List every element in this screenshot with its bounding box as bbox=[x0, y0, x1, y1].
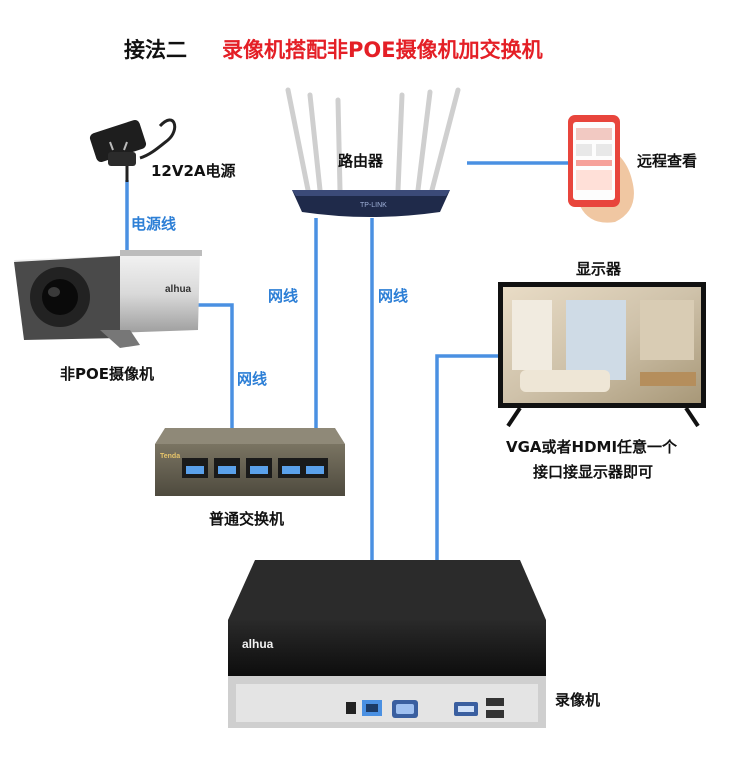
power-adapter bbox=[89, 118, 177, 182]
net-cable-label-2: 网线 bbox=[378, 287, 409, 305]
bullet-camera: alhua bbox=[14, 250, 202, 348]
network-switch: Tenda bbox=[155, 428, 345, 496]
router-label: 路由器 bbox=[338, 152, 384, 170]
title-prefix: 接法二 bbox=[124, 38, 187, 62]
monitor-to-nvr-cable bbox=[435, 354, 498, 644]
monitor bbox=[498, 282, 706, 428]
power-supply-label: 12V2A电源 bbox=[151, 162, 236, 180]
switch-label: 普通交换机 bbox=[209, 510, 285, 528]
title-main: 录像机搭配非POE摄像机加交换机 bbox=[222, 38, 543, 62]
camera-logo: alhua bbox=[165, 284, 192, 295]
monitor-label: 显示器 bbox=[576, 260, 622, 278]
router-logo: TP-LINK bbox=[360, 202, 387, 209]
nvr-recorder: alhua bbox=[228, 560, 546, 728]
net-cable-label-1: 网线 bbox=[268, 287, 299, 305]
power-cable-label: 电源线 bbox=[131, 215, 177, 233]
net-cable-label-3: 网线 bbox=[237, 370, 268, 388]
switch-logo: Tenda bbox=[160, 453, 180, 460]
monitor-note-line1: VGA或者HDMI任意一个 bbox=[506, 438, 678, 456]
phone-in-hand bbox=[568, 115, 634, 223]
nvr-label: 录像机 bbox=[555, 691, 601, 709]
camera-to-switch-cable bbox=[196, 303, 234, 455]
camera-label: 非POE摄像机 bbox=[60, 365, 154, 383]
monitor-note-line2: 接口接显示器即可 bbox=[533, 463, 654, 481]
wifi-router: TP-LINK bbox=[285, 87, 461, 217]
nvr-logo: alhua bbox=[242, 637, 274, 651]
remote-view-label: 远程查看 bbox=[637, 152, 698, 170]
